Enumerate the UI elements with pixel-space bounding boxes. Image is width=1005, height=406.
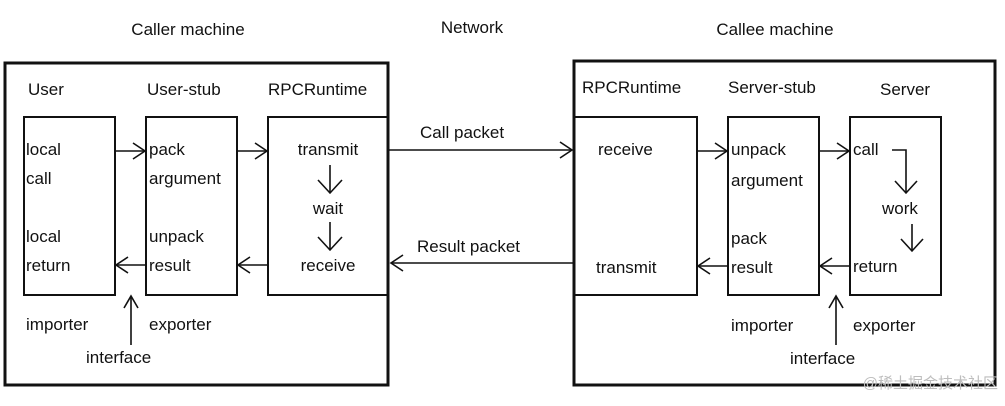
call-packet-label: Call packet	[420, 123, 504, 142]
arrow-runtime-to-stub	[236, 256, 268, 274]
user-stub-line-result: result	[149, 256, 191, 275]
arrow-stub-to-user	[114, 256, 146, 274]
server-line-call: call	[853, 140, 879, 159]
user-line-return: return	[26, 256, 70, 275]
arrow-server-stub-to-runtime	[696, 257, 728, 275]
server-stub-line-pack: pack	[731, 229, 767, 248]
arrow-server-stub-to-server	[819, 142, 851, 160]
server-footer-exporter: exporter	[853, 316, 916, 335]
user-footer-importer: importer	[26, 315, 89, 334]
server-stub-footer-importer: importer	[731, 316, 794, 335]
server-call-to-work-arrow	[892, 149, 918, 195]
caller-runtime-receive: receive	[301, 256, 356, 275]
server-stub-box	[727, 116, 820, 296]
server-work-to-return-arrow	[900, 224, 924, 253]
user-line-local-2: local	[26, 227, 61, 246]
callee-runtime-box	[573, 116, 698, 296]
caller-runtime-wait: wait	[312, 199, 344, 218]
callee-runtime-receive: receive	[598, 140, 653, 159]
user-stub-line-argument: argument	[149, 169, 221, 188]
user-stub-header: User-stub	[147, 80, 221, 99]
callee-runtime-header: RPCRuntime	[582, 78, 681, 97]
callee-interface-label: interface	[790, 349, 855, 368]
arrow-stub-to-runtime	[237, 142, 269, 160]
caller-machine-title: Caller machine	[131, 20, 244, 39]
caller-runtime-box	[267, 116, 389, 296]
caller-runtime-transmit: transmit	[298, 140, 359, 159]
user-header: User	[28, 80, 64, 99]
caller-interface-label: interface	[86, 348, 151, 367]
arrow-runtime-to-server-stub	[697, 142, 729, 160]
call-packet-arrow	[389, 141, 574, 159]
result-packet-label: Result packet	[417, 237, 520, 256]
server-stub-line-result: result	[731, 258, 773, 277]
user-stub-line-unpack: unpack	[149, 227, 204, 246]
callee-interface-arrow	[828, 294, 844, 345]
user-box	[23, 116, 116, 296]
arrow-user-to-stub	[115, 142, 147, 160]
user-stub-line-pack: pack	[149, 140, 185, 159]
callee-machine-title: Callee machine	[716, 20, 833, 39]
server-line-work: work	[881, 199, 918, 218]
server-stub-header: Server-stub	[728, 78, 816, 97]
server-line-return: return	[853, 257, 897, 276]
user-stub-box	[145, 116, 238, 296]
user-line-call: call	[26, 169, 52, 188]
server-box	[849, 116, 942, 296]
server-header: Server	[880, 80, 930, 99]
site-watermark: @稀土掘金技术社区	[863, 375, 998, 392]
user-stub-footer-exporter: exporter	[149, 315, 212, 334]
server-stub-line-unpack: unpack	[731, 140, 786, 159]
network-title: Network	[441, 18, 504, 37]
callee-machine-frame	[572, 59, 997, 387]
result-packet-arrow	[389, 254, 573, 272]
caller-interface-arrow	[123, 294, 139, 345]
callee-runtime-transmit: transmit	[596, 258, 657, 277]
server-stub-line-argument: argument	[731, 171, 803, 190]
caller-down-arrow-1	[317, 165, 343, 195]
caller-down-arrow-2	[317, 222, 343, 252]
caller-runtime-header: RPCRuntime	[268, 80, 367, 99]
user-line-local: local	[26, 140, 61, 159]
arrow-server-to-server-stub	[818, 257, 850, 275]
